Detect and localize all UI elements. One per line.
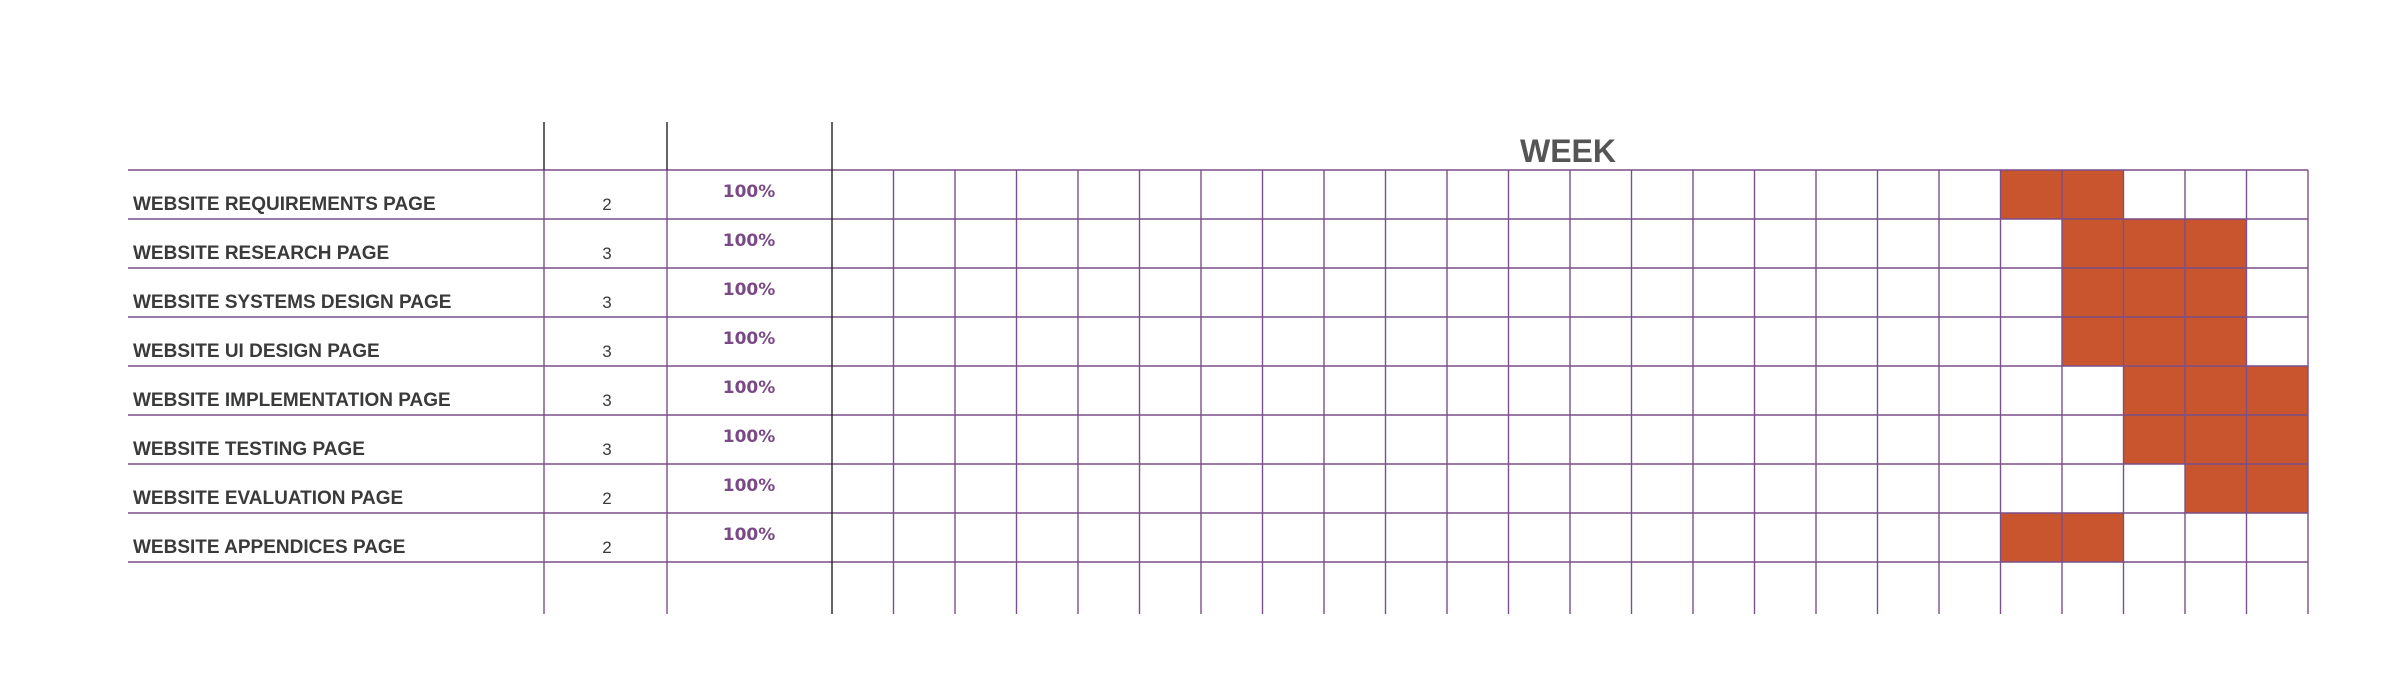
gantt-labels: WEBSITE REQUIREMENTS PAGE 2 100% WEBSITE RE…	[133, 182, 775, 558]
week-header-title: WEEK	[1520, 133, 1616, 169]
task-name: WEBSITE SYSTEMS DESIGN PAGE	[133, 292, 451, 313]
task-duration: 3	[602, 244, 611, 263]
task-duration: 3	[602, 293, 611, 312]
task-progress: 100%	[723, 182, 776, 202]
task-name: WEBSITE IMPLEMENTATION PAGE	[133, 390, 451, 411]
task-name: WEBSITE TESTING PAGE	[133, 439, 365, 460]
task-duration: 2	[602, 489, 611, 508]
gantt-bar	[2062, 219, 2247, 268]
task-duration: 3	[602, 342, 611, 361]
gantt-bar	[2123, 366, 2308, 415]
task-progress: 100%	[723, 427, 776, 447]
task-progress: 100%	[723, 231, 776, 251]
task-progress: 100%	[723, 476, 776, 496]
gantt-bar	[2062, 317, 2247, 366]
gantt-bar	[2062, 268, 2247, 317]
task-progress: 100%	[723, 280, 776, 300]
task-duration: 2	[602, 195, 611, 214]
gantt-bar	[2123, 415, 2308, 464]
task-progress: 100%	[723, 525, 776, 545]
task-name: WEBSITE UI DESIGN PAGE	[133, 341, 380, 362]
task-progress: 100%	[723, 378, 776, 398]
task-duration: 3	[602, 440, 611, 459]
task-name: WEBSITE REQUIREMENTS PAGE	[133, 194, 436, 215]
task-duration: 3	[602, 391, 611, 410]
task-name: WEBSITE APPENDICES PAGE	[133, 537, 405, 558]
gantt-grid	[128, 122, 2309, 614]
task-name: WEBSITE EVALUATION PAGE	[133, 488, 403, 509]
task-duration: 2	[602, 538, 611, 557]
task-progress: 100%	[723, 329, 776, 349]
task-name: WEBSITE RESEARCH PAGE	[133, 243, 389, 264]
